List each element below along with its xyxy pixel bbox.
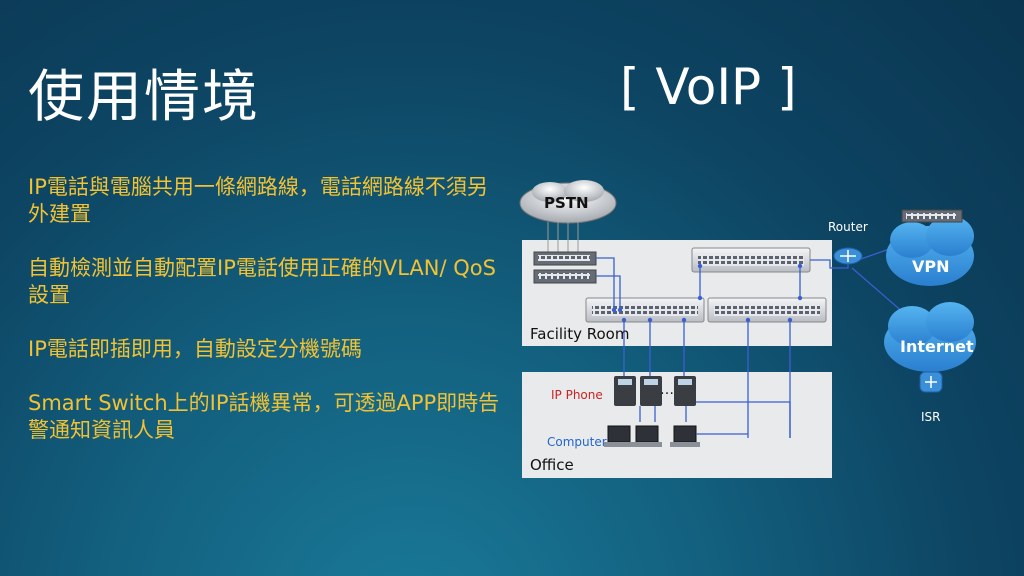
more-phones-dots: … — [660, 382, 674, 398]
ip-phone-icon — [674, 376, 696, 406]
bullet-item: IP電話即插即用，自動設定分機號碼 — [28, 337, 362, 361]
access-switch — [585, 297, 705, 323]
internet-cloud — [884, 302, 976, 372]
pstn-label: PSTN — [544, 194, 589, 212]
bullet-item: Smart Switch上的IP話機異常，可透過APP即時告警通知資訊人員 — [28, 391, 500, 442]
ip-phone-label: IP Phone — [551, 388, 603, 402]
computer-icon — [604, 425, 634, 447]
bullet-list: IP電話與電腦共用一條網路線，電話網路線不須另外建置 自動檢測並自動配置IP電話… — [28, 174, 508, 471]
bullet-item: IP電話與電腦共用一條網路線，電話網路線不須另外建置 — [28, 175, 488, 226]
computer-icon — [632, 425, 662, 447]
core-switch — [691, 247, 811, 273]
slide-subtitle: [ VoIP ] — [620, 58, 797, 116]
router-icon — [833, 247, 863, 265]
isr-label: ISR — [921, 410, 941, 424]
bullet-item: 自動檢測並自動配置IP電話使用正確的VLAN/ QoS設置 — [28, 256, 496, 307]
isr-icon — [919, 371, 943, 393]
vpn-label: VPN — [912, 257, 950, 276]
facility-room-label: Facility Room — [530, 325, 630, 343]
ip-phone-icon — [614, 376, 636, 406]
computer-icon — [670, 425, 700, 447]
gateway-device — [533, 269, 597, 284]
internet-label: Internet — [900, 337, 974, 356]
access-switch — [707, 297, 827, 323]
vpn-cloud — [886, 216, 974, 286]
voip-network-diagram: PSTN Router VPN Internet ISR Facility Ro… — [510, 170, 1010, 490]
pstn-cloud — [519, 180, 617, 224]
slide-title: 使用情境 — [28, 65, 260, 130]
link-endpoints — [611, 263, 803, 323]
router-label: Router — [828, 220, 868, 234]
office-label: Office — [530, 456, 574, 474]
gateway-device — [533, 251, 597, 266]
ip-phone-icon — [640, 376, 662, 406]
computer-label: Computer — [547, 435, 607, 449]
diagram-canvas — [519, 180, 976, 478]
vpn-device — [901, 209, 963, 223]
